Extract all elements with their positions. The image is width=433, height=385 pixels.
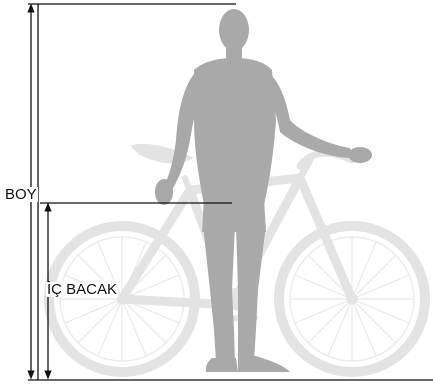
height-label: BOY (4, 187, 38, 202)
inseam-label: İÇ BACAK (46, 282, 118, 297)
